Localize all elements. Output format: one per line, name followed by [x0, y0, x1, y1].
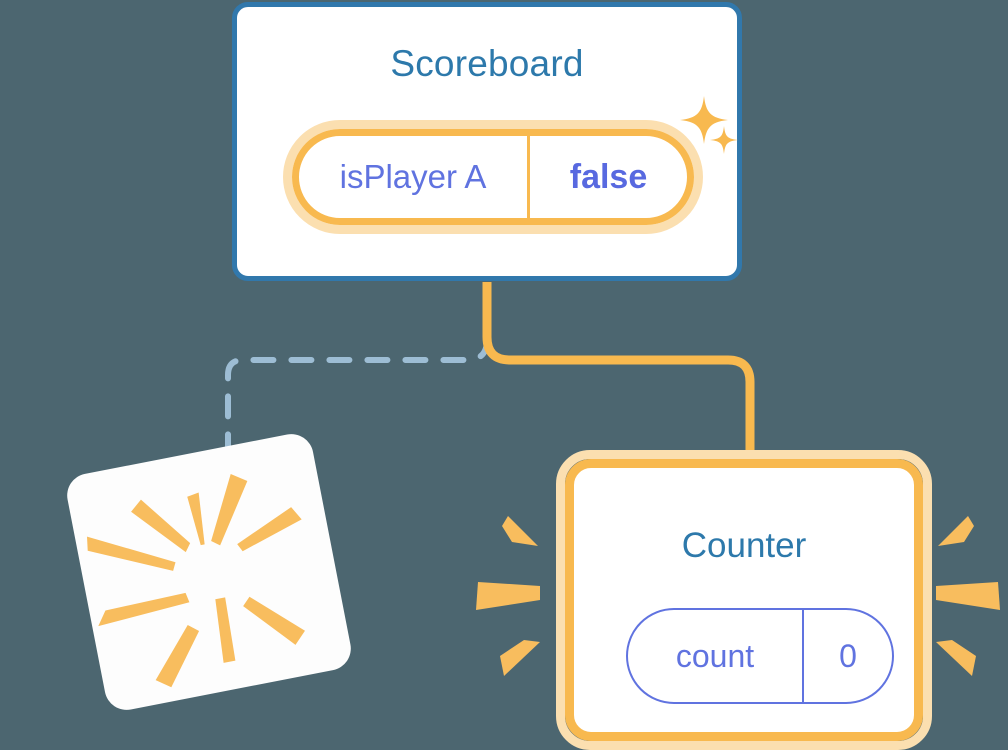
burst-ray: [215, 597, 236, 663]
scoreboard-property-value: false: [569, 157, 648, 196]
counter-card-inner: Counter count 0: [565, 459, 923, 741]
scoreboard-card[interactable]: Scoreboard isPlayer A false: [232, 2, 742, 281]
burst-ray: [98, 592, 190, 627]
burst-ray: [87, 536, 176, 571]
burst-rays: [87, 474, 305, 688]
counter-left-rays: [476, 516, 540, 676]
burst-card[interactable]: [63, 430, 355, 714]
sparkle-small-icon: [710, 126, 738, 154]
burst-ray: [155, 625, 200, 688]
burst-ray: [237, 507, 302, 552]
burst-ray: [131, 499, 191, 553]
counter-ray: [502, 516, 538, 546]
counter-card[interactable]: Counter count 0: [556, 450, 932, 750]
sparkle-large-icon: [680, 96, 728, 144]
scoreboard-title: Scoreboard: [390, 43, 584, 84]
counter-right-rays: [936, 516, 1000, 676]
counter-ray: [476, 582, 540, 610]
counter-property-value: 0: [839, 637, 857, 674]
burst-ray: [187, 492, 205, 546]
counter-title: Counter: [681, 526, 807, 565]
scoreboard-property-pill[interactable]: isPlayer A false: [283, 120, 703, 234]
counter-ray: [500, 640, 540, 676]
burst-ray: [211, 474, 248, 546]
connector-scoreboard-to-counter: [482, 282, 755, 470]
counter-property-pill[interactable]: count 0: [626, 608, 894, 704]
scoreboard-property-key: isPlayer A: [299, 136, 530, 218]
scoreboard-property-pill-inner: isPlayer A false: [292, 129, 694, 225]
counter-ray: [936, 582, 1000, 610]
counter-property-key: count: [628, 610, 804, 702]
counter-ray: [936, 640, 976, 676]
burst-ray: [243, 596, 305, 645]
counter-ray: [938, 516, 974, 546]
